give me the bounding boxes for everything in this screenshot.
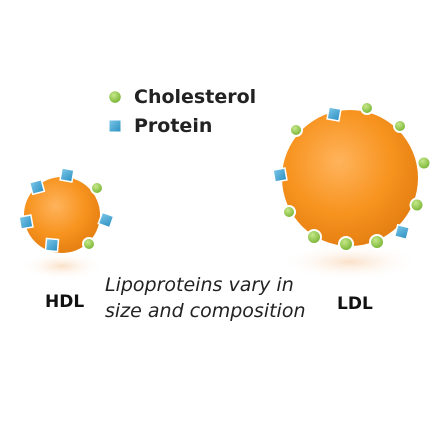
diagram-caption: Lipoproteins vary in size and compositio… xyxy=(105,272,306,324)
protein-square xyxy=(18,214,34,230)
cholesterol-dot xyxy=(282,205,296,219)
cholesterol-dot xyxy=(393,119,407,133)
blue-square-icon xyxy=(108,119,122,133)
cholesterol-dot xyxy=(289,123,303,137)
protein-square xyxy=(28,178,46,196)
hdl-reflection xyxy=(20,252,104,280)
caption-line-2: size and composition xyxy=(105,300,306,322)
legend-protein: Protein xyxy=(106,115,212,137)
protein-square xyxy=(272,167,288,183)
legend-cholesterol: Cholesterol xyxy=(106,86,256,108)
hdl-core xyxy=(24,177,100,253)
protein-square xyxy=(44,237,60,253)
cholesterol-dot xyxy=(409,197,425,213)
hdl-label: HDL xyxy=(45,292,85,312)
protein-square xyxy=(393,223,411,241)
cholesterol-dot xyxy=(82,237,96,251)
cholesterol-dot xyxy=(306,229,322,245)
legend-cholesterol-label: Cholesterol xyxy=(134,86,257,108)
ldl-core xyxy=(282,110,418,246)
protein-square xyxy=(326,106,342,122)
protein-square xyxy=(59,167,75,183)
ldl-particle xyxy=(272,101,432,252)
cholesterol-dot xyxy=(369,234,385,250)
protein-square xyxy=(97,211,115,229)
green-dot-icon xyxy=(107,89,123,105)
hdl-particle xyxy=(18,167,115,253)
cholesterol-dot xyxy=(360,101,374,115)
ldl-reflection xyxy=(280,244,420,280)
ldl-label: LDL xyxy=(337,294,373,314)
cholesterol-dot xyxy=(416,155,432,171)
cholesterol-dot xyxy=(338,236,354,252)
caption-line-1: Lipoproteins vary in xyxy=(105,274,294,296)
cholesterol-dot xyxy=(90,181,104,195)
legend-protein-label: Protein xyxy=(134,115,213,137)
